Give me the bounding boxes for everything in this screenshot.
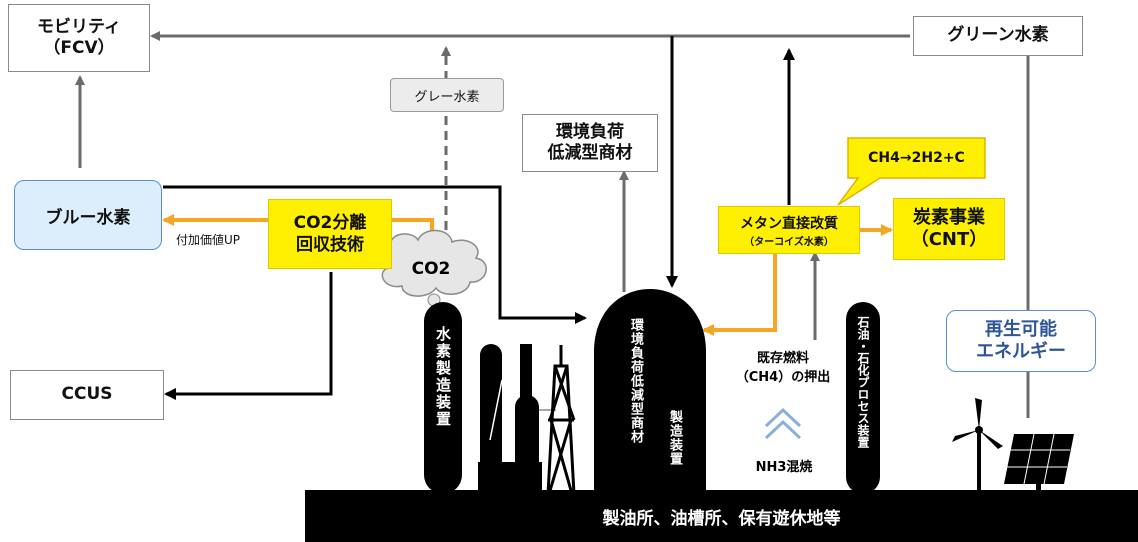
env-material-plant — [594, 289, 706, 494]
mobility-box: モビリティ （FCV） — [8, 4, 150, 72]
ccus-box: CCUS — [10, 370, 164, 420]
gray-hydrogen-box: グレー水素 — [390, 78, 504, 112]
arrow-methane-to-plant — [702, 253, 777, 336]
methane-subtitle: （ターコイズ水素） — [744, 236, 834, 248]
fuel-push-label: 既存燃料 （CH4）の押出 — [735, 351, 831, 385]
renewable-energy-box: 再生可能 エネルギー — [946, 310, 1096, 372]
cloud-icon — [375, 229, 487, 316]
ground-label: 製油所、油槽所、保有遊休地等 — [602, 508, 841, 529]
value-add-label: 付加価値UP — [176, 233, 241, 247]
co2-capture-box: CO2分離 回収技術 — [268, 199, 392, 269]
carbon-business-box: 炭素事業 （CNT） — [893, 198, 1005, 260]
reaction-label: CH4→2H2+C — [868, 150, 965, 166]
env-material-box: 環境負荷 低減型商材 — [522, 114, 658, 172]
nh3-label: NH3混焼 — [755, 460, 813, 475]
reaction-callout — [837, 137, 986, 206]
hydrogen-plant-label: 水素製造装置 — [434, 326, 452, 428]
methane-title: メタン直接改質 — [740, 215, 838, 232]
green-hydrogen-box: グリーン水素 — [913, 16, 1083, 56]
env-plant-label-main: 環境負荷低減型商材 — [628, 318, 643, 444]
arrow-capture-to-ccus — [164, 272, 333, 400]
distillation-tower-icon — [478, 344, 556, 494]
methane-reforming-box: メタン直接改質 （ターコイズ水素） — [718, 206, 860, 254]
hydrogen-plant — [424, 302, 462, 494]
env-plant-label-sub: 製造装置 — [667, 410, 682, 466]
blue-hydrogen-box: ブルー水素 — [14, 180, 162, 250]
co2-label: CO2 — [411, 259, 451, 279]
wind-turbine-icon — [952, 398, 1003, 494]
petrochem-plant — [846, 302, 880, 494]
solar-panel-icon — [1004, 433, 1074, 494]
petrochem-plant-label: 石油・石化プロセス装置 — [856, 316, 870, 448]
ground-bar — [305, 490, 1138, 542]
flare-stack-icon — [546, 345, 576, 496]
chevron-up-icon — [764, 407, 802, 440]
arrow-blue-to-plant — [163, 185, 587, 324]
